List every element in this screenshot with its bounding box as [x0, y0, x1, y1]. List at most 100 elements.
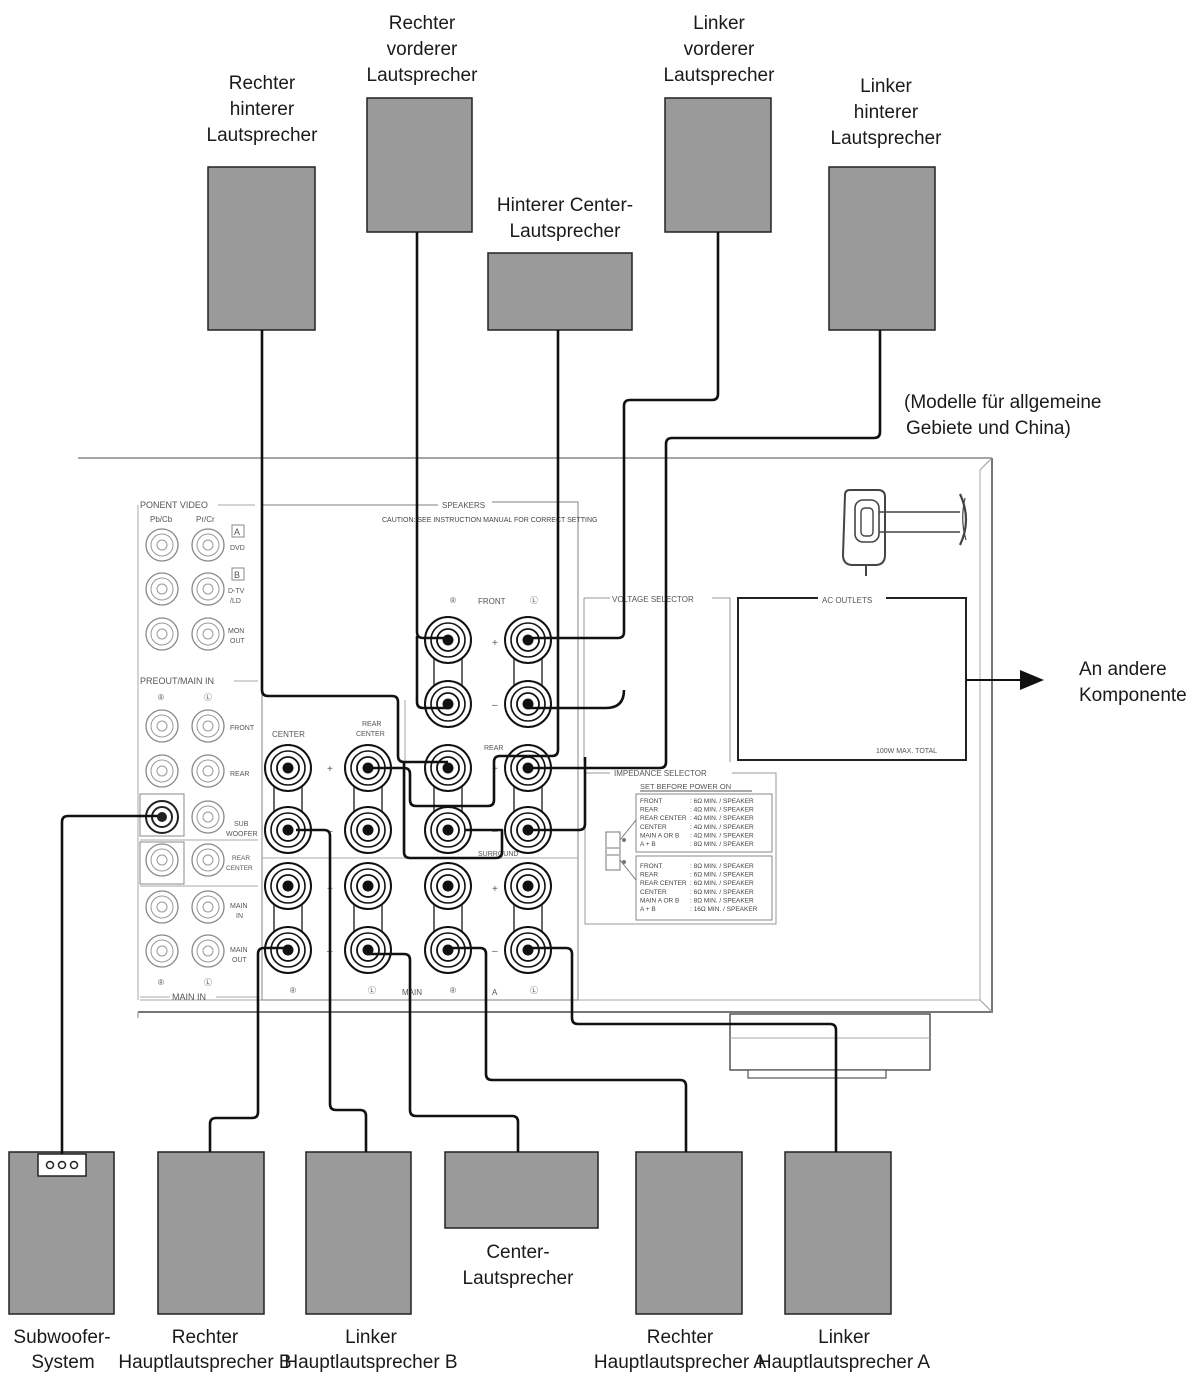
rca-jack: [145, 843, 179, 877]
preout-out-label: OUT: [232, 957, 248, 964]
impedance-row-value: : 6Ω MIN. / SPEAKER: [690, 872, 754, 879]
rear-left-speaker: [828, 166, 936, 331]
speaker-terminal: [264, 744, 312, 792]
speaker-boxes-top: [207, 97, 936, 331]
impedance-row-label: MAIN A OR B: [640, 832, 679, 839]
impedance-row-label: A + B: [640, 906, 656, 913]
speaker-terminal: [264, 806, 312, 854]
dtv-label: D-TV: [228, 588, 245, 595]
rear-center-speaker: [487, 252, 633, 331]
rca-jack: [145, 528, 179, 562]
rear-group-label: REAR: [484, 745, 503, 752]
speaker-terminal: [504, 926, 552, 974]
speaker-terminal: [264, 862, 312, 910]
voltage-selector: VOLTAGE SELECTOR: [583, 595, 731, 762]
rca-jack: [191, 800, 225, 834]
main-left-a-speaker: [784, 1151, 892, 1315]
preout-rear-label: REAR: [230, 771, 249, 778]
label-front-left-1: Linker: [693, 13, 745, 34]
rca-jack: [191, 754, 225, 788]
sub-label: SUB: [234, 821, 249, 828]
rca-jack: [145, 617, 179, 651]
mainb-r-mark: ®: [290, 986, 296, 995]
impedance-row-label: FRONT: [640, 798, 662, 805]
cable-front-right-plus: [415, 232, 448, 640]
speaker-terminal: [424, 926, 472, 974]
speaker-boxes-bottom: [8, 1151, 892, 1315]
component-video-label: PONENT VIDEO: [140, 500, 208, 510]
rca-jack: [191, 709, 225, 743]
label-rear-right-2: hinterer: [230, 99, 295, 120]
other-components-1: An andere: [1079, 659, 1167, 680]
main-plus: +: [492, 884, 498, 895]
rca-jack: [191, 934, 225, 968]
impedance-row-label: REAR CENTER: [640, 880, 687, 887]
cable-main-left-b: [296, 828, 368, 1152]
speaker-terminals: [264, 616, 552, 974]
preout-main2-label: MAIN: [230, 947, 248, 954]
rca-jacks: [145, 528, 225, 968]
cable-front-right-minus: [415, 636, 448, 710]
voltage-selector-label: VOLTAGE SELECTOR: [612, 595, 694, 604]
speakers-section: SPEAKERS CAUTION: SEE INSTRUCTION MANUAL…: [261, 501, 597, 1001]
out-label: OUT: [230, 638, 246, 645]
preout-front-label: FRONT: [230, 725, 255, 732]
speaker-terminal: [264, 926, 312, 974]
pbcb-label: Pb/Cb: [150, 515, 173, 524]
front-group-label: FRONT: [478, 597, 506, 606]
label-center-2: Lautsprecher: [463, 1268, 575, 1289]
cable-rear-left-minus: [528, 757, 587, 832]
model-note-1: (Modelle für allgemeine: [904, 392, 1102, 413]
cable-rear-left-plus: [528, 330, 882, 770]
box-b-label: B: [234, 570, 240, 580]
speaker-terminal: [344, 862, 392, 910]
impedance-row-value: : 4Ω MIN. / SPEAKER: [690, 832, 754, 839]
ac-max-label: 100W MAX. TOTAL: [876, 748, 937, 755]
impedance-selector-label: IMPEDANCE SELECTOR: [614, 769, 707, 778]
main-minus: –: [492, 946, 498, 957]
preout-in-label: IN: [236, 913, 243, 920]
impedance-row-label: REAR: [640, 872, 658, 879]
label-rear-left-1: Linker: [860, 76, 912, 97]
rca-jack: [145, 890, 179, 924]
center-speaker: [444, 1151, 599, 1229]
set-before-power-on: SET BEFORE POWER ON: [640, 782, 731, 791]
cable-rear-right-plus: [260, 330, 448, 764]
cable-front-left-plus: [528, 232, 720, 640]
label-rear-center-2: Lautsprecher: [510, 221, 622, 242]
label-main-left-b-1: Linker: [345, 1327, 397, 1348]
preout-l-mark: Ⓛ: [204, 693, 212, 702]
label-main-right-b-2: Hauptlautsprecher B: [118, 1352, 291, 1373]
label-rear-right-3: Lautsprecher: [207, 125, 319, 146]
speaker-terminal: [504, 616, 552, 664]
rear-minus: –: [492, 826, 498, 837]
rca-jack: [191, 890, 225, 924]
power-cord: [841, 489, 968, 576]
front-plus: +: [492, 638, 498, 649]
receiver-rear-panel: PONENT VIDEO Pb/Cb Pr/Cr A DVD B D-TV /L…: [78, 457, 993, 1079]
front-l-mark: Ⓛ: [530, 596, 538, 605]
component-video-section: PONENT VIDEO Pb/Cb Pr/Cr A DVD B D-TV /L…: [137, 500, 258, 1002]
label-rear-center-1: Hinterer Center-: [497, 195, 633, 216]
speakers-title: SPEAKERS: [442, 501, 485, 510]
impedance-row-value: : 6Ω MIN. / SPEAKER: [690, 798, 754, 805]
ld-label: /LD: [230, 598, 241, 605]
label-main-left-b-2: Hauptlautsprecher B: [284, 1352, 457, 1373]
other-components-2: Komponente: [1079, 685, 1187, 706]
surround-label: SURROUND: [478, 851, 518, 858]
main-right-a-speaker: [635, 1151, 743, 1315]
label-main-right-a-2: Hauptlautsprecher A: [594, 1352, 766, 1373]
label-center-1: Center-: [486, 1242, 549, 1263]
rca-jack: [145, 709, 179, 743]
label-main-right-a-1: Rechter: [647, 1327, 714, 1348]
impedance-row-label: CENTER: [640, 889, 667, 896]
cable-rear-right-minus: [402, 762, 504, 860]
receiver-foot: [729, 1013, 931, 1071]
speaker-terminal: [424, 862, 472, 910]
rca-jack: [191, 572, 225, 606]
rca-jack: [145, 934, 179, 968]
